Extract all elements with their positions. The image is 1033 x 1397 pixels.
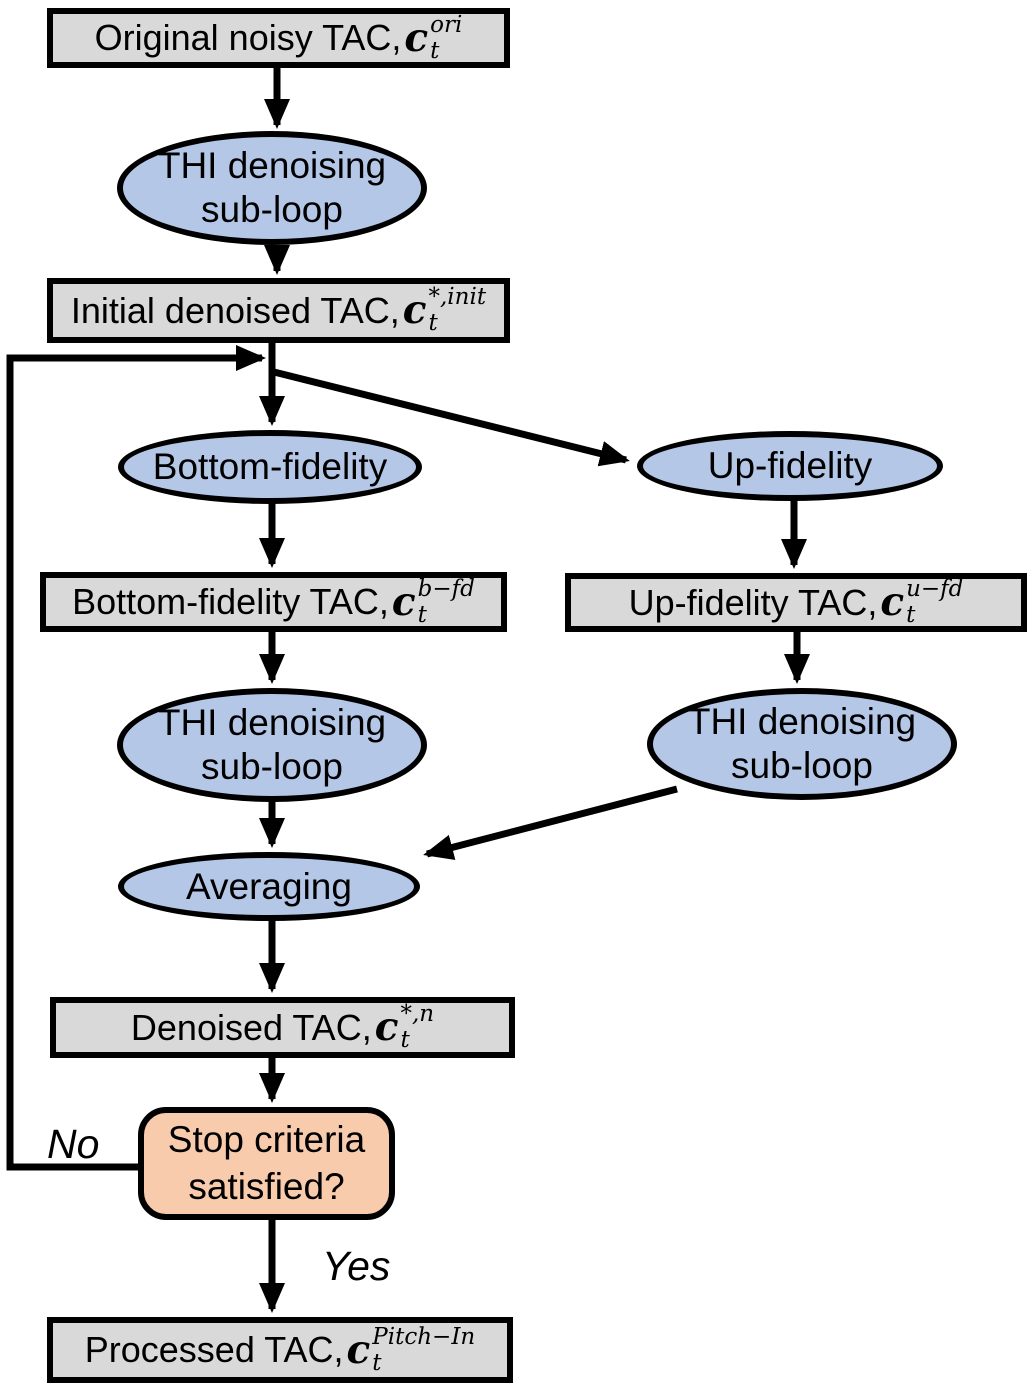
node-label: Original noisy TAC,	[94, 17, 402, 58]
arrow-junction-to-up-fidelity	[273, 368, 630, 467]
node-label-line2: sub-loop	[201, 189, 343, 230]
node-up-fidelity: Up-fidelity	[637, 431, 943, 501]
node-bottom-fidelity: Bottom-fidelity	[118, 430, 422, 504]
node-label: Up-fidelity TAC,	[628, 581, 878, 623]
arrow-feedback-no-loop	[6, 345, 266, 1171]
node-stop-criteria-decision: Stop criteria satisfied?	[138, 1107, 395, 1220]
edge-label-no: No	[47, 1121, 100, 1167]
node-label: Averaging	[186, 865, 352, 907]
node-label: Up-fidelity	[707, 445, 873, 487]
node-label-line2: sub-loop	[731, 745, 873, 786]
node-label: Initial denoised TAC,	[70, 289, 400, 331]
node-label-line2: satisfied?	[188, 1165, 345, 1207]
edge-label-yes: Yes	[322, 1243, 391, 1289]
node-label: Denoised TAC,	[130, 1006, 372, 1048]
node-label: Bottom-fidelity TAC,	[72, 581, 389, 622]
node-thi-denoising-subloop-2: THI denoising sub-loop	[117, 688, 427, 802]
node-label: Processed TAC,	[84, 1329, 344, 1370]
node-label-line1: THI denoising	[157, 145, 387, 187]
node-label-line1: Stop criteria	[167, 1119, 366, 1161]
node-label-line1: THI denoising	[157, 702, 387, 744]
arrow-thi3-to-averaging	[423, 785, 678, 861]
node-label-line2: sub-loop	[201, 746, 343, 787]
node-thi-denoising-subloop-1: THI denoising sub-loop	[117, 131, 427, 245]
node-label: Bottom-fidelity	[152, 446, 388, 488]
node-averaging: Averaging	[118, 852, 420, 921]
node-thi-denoising-subloop-3: THI denoising sub-loop	[647, 688, 957, 800]
node-label-line1: THI denoising	[687, 701, 917, 743]
